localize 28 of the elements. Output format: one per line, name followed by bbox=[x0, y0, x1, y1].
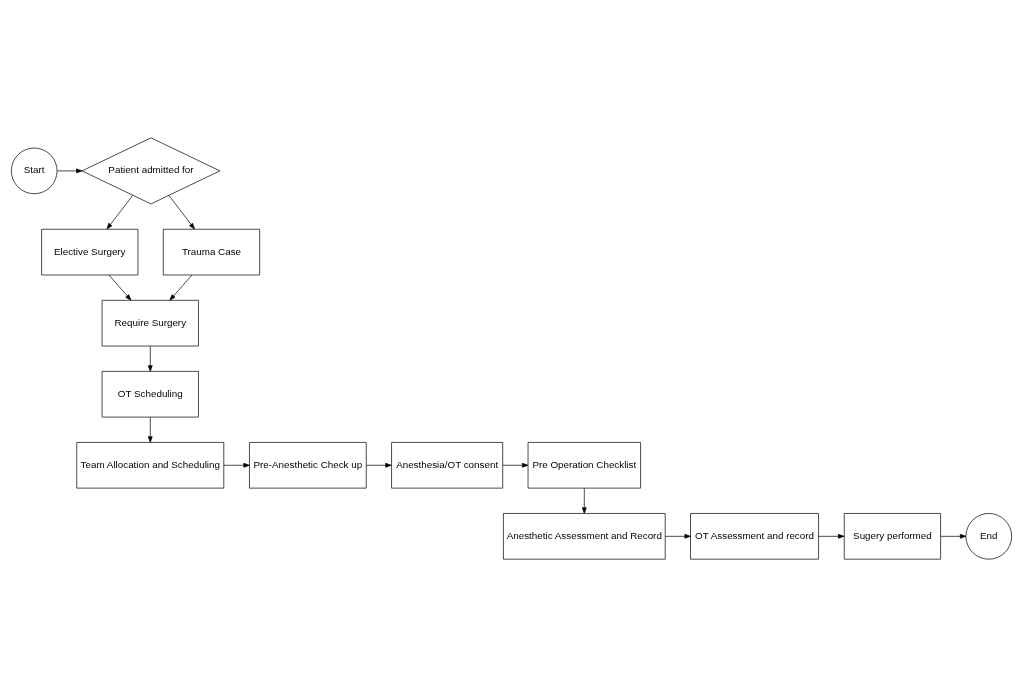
arrow bbox=[108, 274, 132, 301]
node-box: Team Allocation and Scheduling bbox=[76, 441, 225, 488]
arrow bbox=[818, 533, 845, 539]
node-box: Pre-Anesthetic Check up bbox=[249, 441, 367, 488]
node-box: Require Surgery bbox=[101, 299, 199, 346]
arrow bbox=[56, 168, 83, 173]
arrow bbox=[106, 194, 134, 229]
node-circle: End bbox=[965, 512, 1012, 560]
arrow bbox=[940, 533, 967, 539]
node-diamond: Patient admitted for bbox=[81, 136, 221, 204]
node-box: OT Assessment and record bbox=[690, 512, 819, 560]
node-box: Sugery performed bbox=[843, 512, 941, 560]
node-box: Trauma Case bbox=[162, 228, 260, 275]
node-circle: Start bbox=[11, 147, 58, 194]
node-box: Pre Operation Checklist bbox=[527, 441, 641, 488]
arrow bbox=[223, 462, 250, 468]
arrow bbox=[365, 462, 392, 468]
arrow bbox=[582, 487, 587, 514]
arrow bbox=[665, 533, 691, 539]
arrow bbox=[169, 274, 193, 301]
arrow bbox=[147, 416, 153, 443]
arrow bbox=[168, 194, 195, 229]
arrow bbox=[502, 462, 529, 468]
node-box: OT Scheduling bbox=[101, 370, 199, 417]
arrow bbox=[147, 345, 153, 372]
node-box: Elective Surgery bbox=[41, 228, 139, 275]
node-box: Anesthetic Assessment and Record bbox=[503, 512, 666, 560]
node-box: Anesthesia/OT consent bbox=[391, 441, 504, 488]
